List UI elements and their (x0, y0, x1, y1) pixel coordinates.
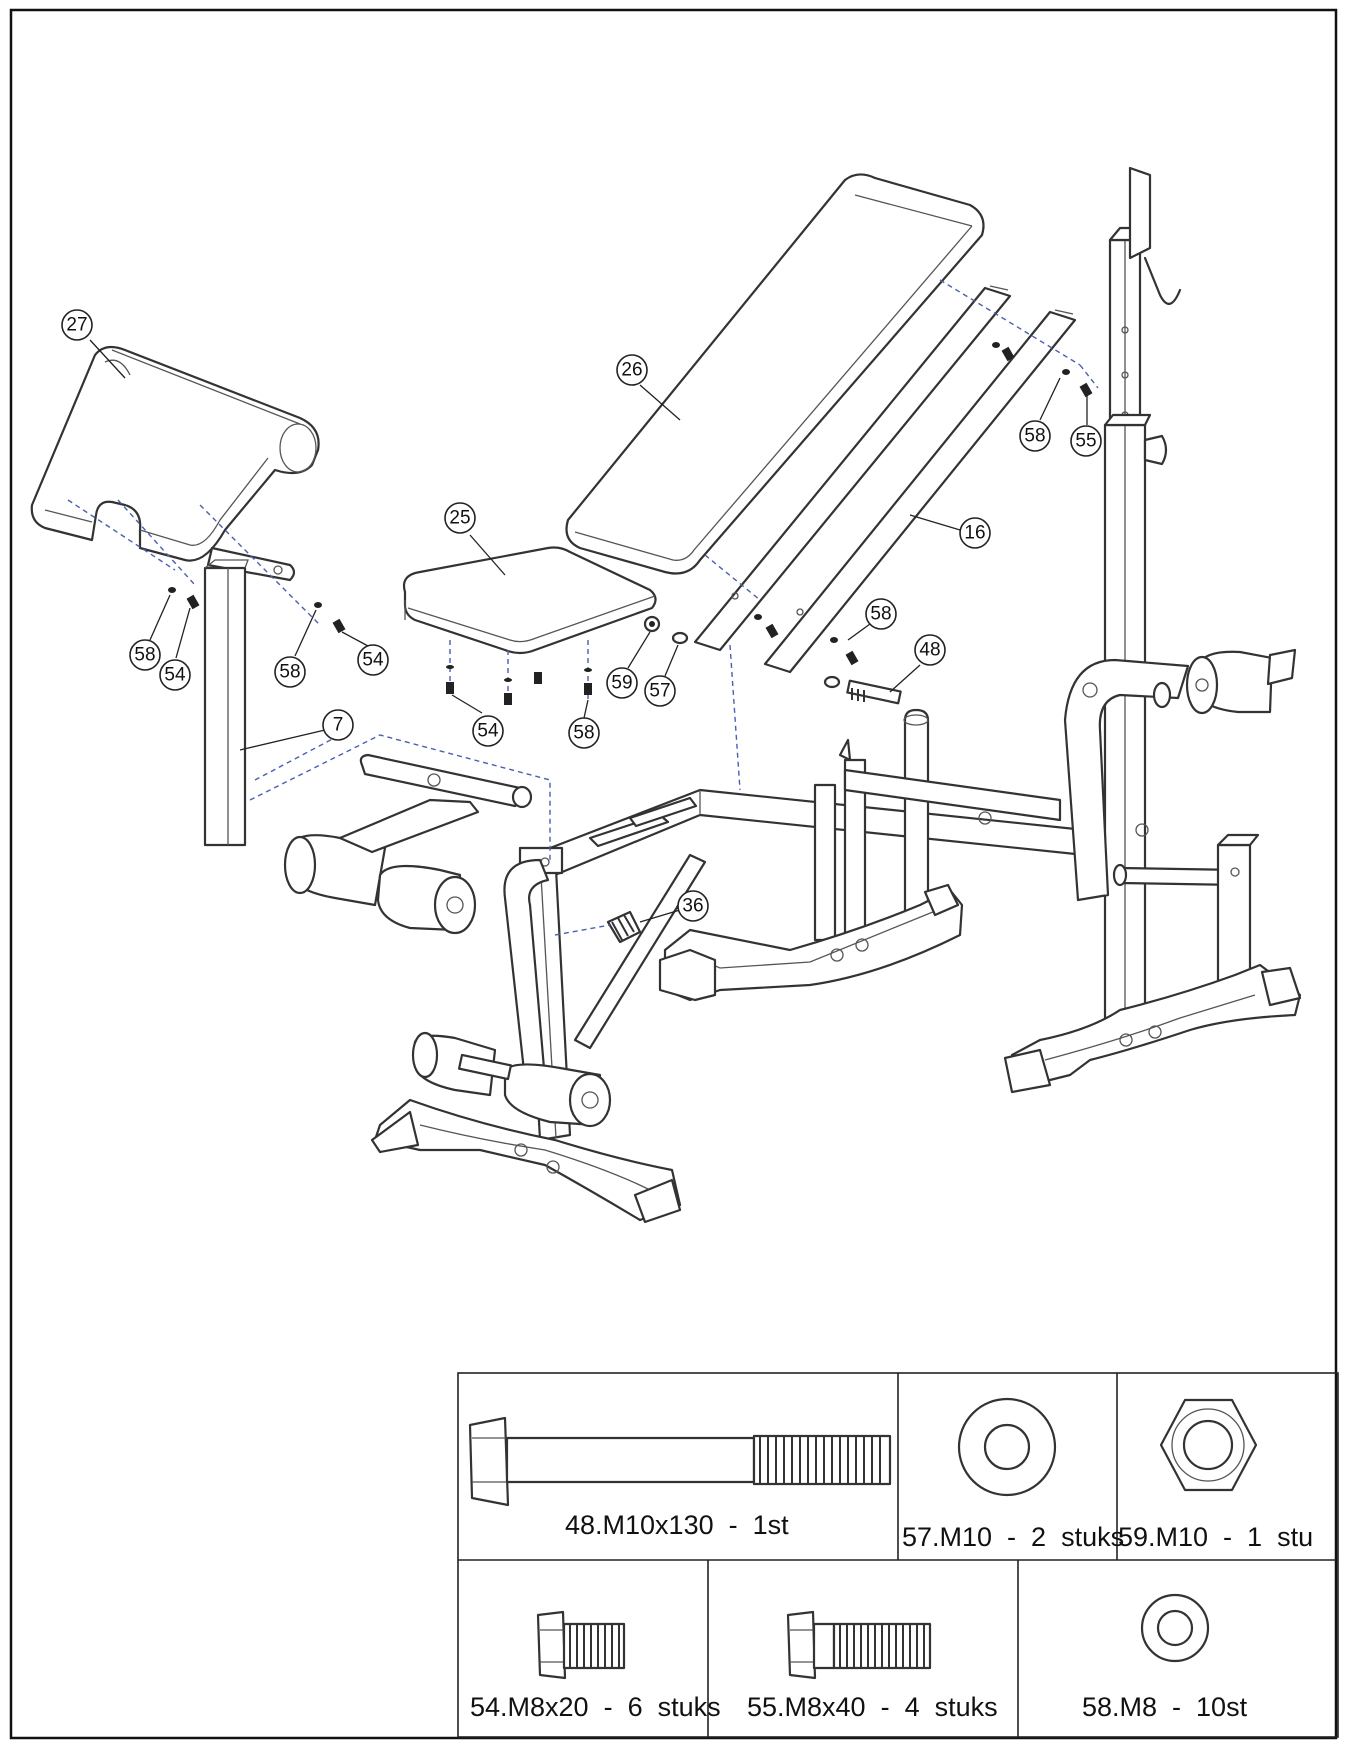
callout-55: 55 (1070, 395, 1102, 457)
callout-54-mid: 54 (341, 631, 389, 676)
callout-16: 16 (909, 514, 991, 549)
callout-58-left: 58 (129, 594, 171, 671)
callout-48: 48 (889, 634, 946, 693)
seat-hardware (446, 665, 592, 705)
medium-bolt-icon (786, 1610, 932, 1680)
svg-text:59: 59 (611, 673, 632, 694)
long-bolt-icon (468, 1416, 892, 1507)
callout-25: 25 (444, 502, 506, 576)
part-57-label: 57.M10 - 2 stuks (902, 1522, 1124, 1552)
back-pad-hardware (643, 342, 1093, 689)
seat-pad (402, 546, 657, 655)
svg-text:16: 16 (964, 523, 985, 544)
callout-7: 7 (239, 709, 354, 751)
preacher-post (203, 559, 249, 847)
svg-text:58: 58 (134, 645, 155, 666)
callout-58-rail: 58 (847, 598, 897, 641)
small-washer-icon (1140, 1593, 1210, 1663)
svg-text:25: 25 (449, 508, 470, 529)
svg-text:58: 58 (279, 662, 300, 683)
parts-table (457, 1372, 1339, 1738)
svg-text:36: 36 (682, 896, 703, 917)
callout-54-left: 54 (159, 607, 191, 691)
preacher-hardware (168, 587, 346, 634)
back-pad (565, 173, 985, 575)
callout-58-upright: 58 (1019, 377, 1061, 452)
part-59-label: 59.M10 - 1 stu (1118, 1522, 1313, 1552)
svg-text:55: 55 (1075, 431, 1096, 452)
svg-text:26: 26 (621, 360, 642, 381)
svg-text:54: 54 (362, 650, 384, 671)
svg-text:54: 54 (164, 665, 186, 686)
svg-text:58: 58 (573, 723, 594, 744)
long-bolt-48 (846, 679, 902, 705)
part-48-label: 48.M10x130 - 1st (565, 1510, 789, 1540)
svg-text:48: 48 (919, 640, 940, 661)
part-58-label: 58.M8 - 10st (1082, 1692, 1248, 1722)
callout-59: 59 (606, 631, 651, 699)
callout-26: 26 (616, 354, 681, 421)
svg-text:58: 58 (870, 604, 891, 625)
part-55-label: 55.M8x40 - 4 stuks (747, 1692, 998, 1722)
short-bolt-icon (536, 1610, 626, 1680)
hex-nut-icon (1159, 1398, 1258, 1492)
svg-text:54: 54 (477, 721, 499, 742)
svg-text:7: 7 (333, 715, 344, 736)
svg-text:27: 27 (66, 315, 87, 336)
back-pad-rails (693, 285, 1077, 674)
part-54-label: 54.M8x20 - 6 stuks (470, 1692, 721, 1722)
page-frame (9, 8, 1338, 1740)
callout-58-mid: 58 (274, 609, 317, 688)
callout-54-seat: 54 (451, 694, 504, 747)
callout-58-seat: 58 (568, 699, 600, 749)
callout-27: 27 (61, 309, 126, 379)
svg-text:57: 57 (649, 681, 670, 702)
bench-frame (283, 708, 1087, 1224)
callout-57: 57 (644, 644, 679, 707)
adjust-knob-36 (606, 910, 642, 944)
svg-text:58: 58 (1024, 426, 1045, 447)
rack-upright (1003, 166, 1302, 1094)
washer-icon (957, 1397, 1057, 1497)
preacher-curl-pad (30, 345, 320, 582)
callout-36: 36 (639, 890, 709, 923)
